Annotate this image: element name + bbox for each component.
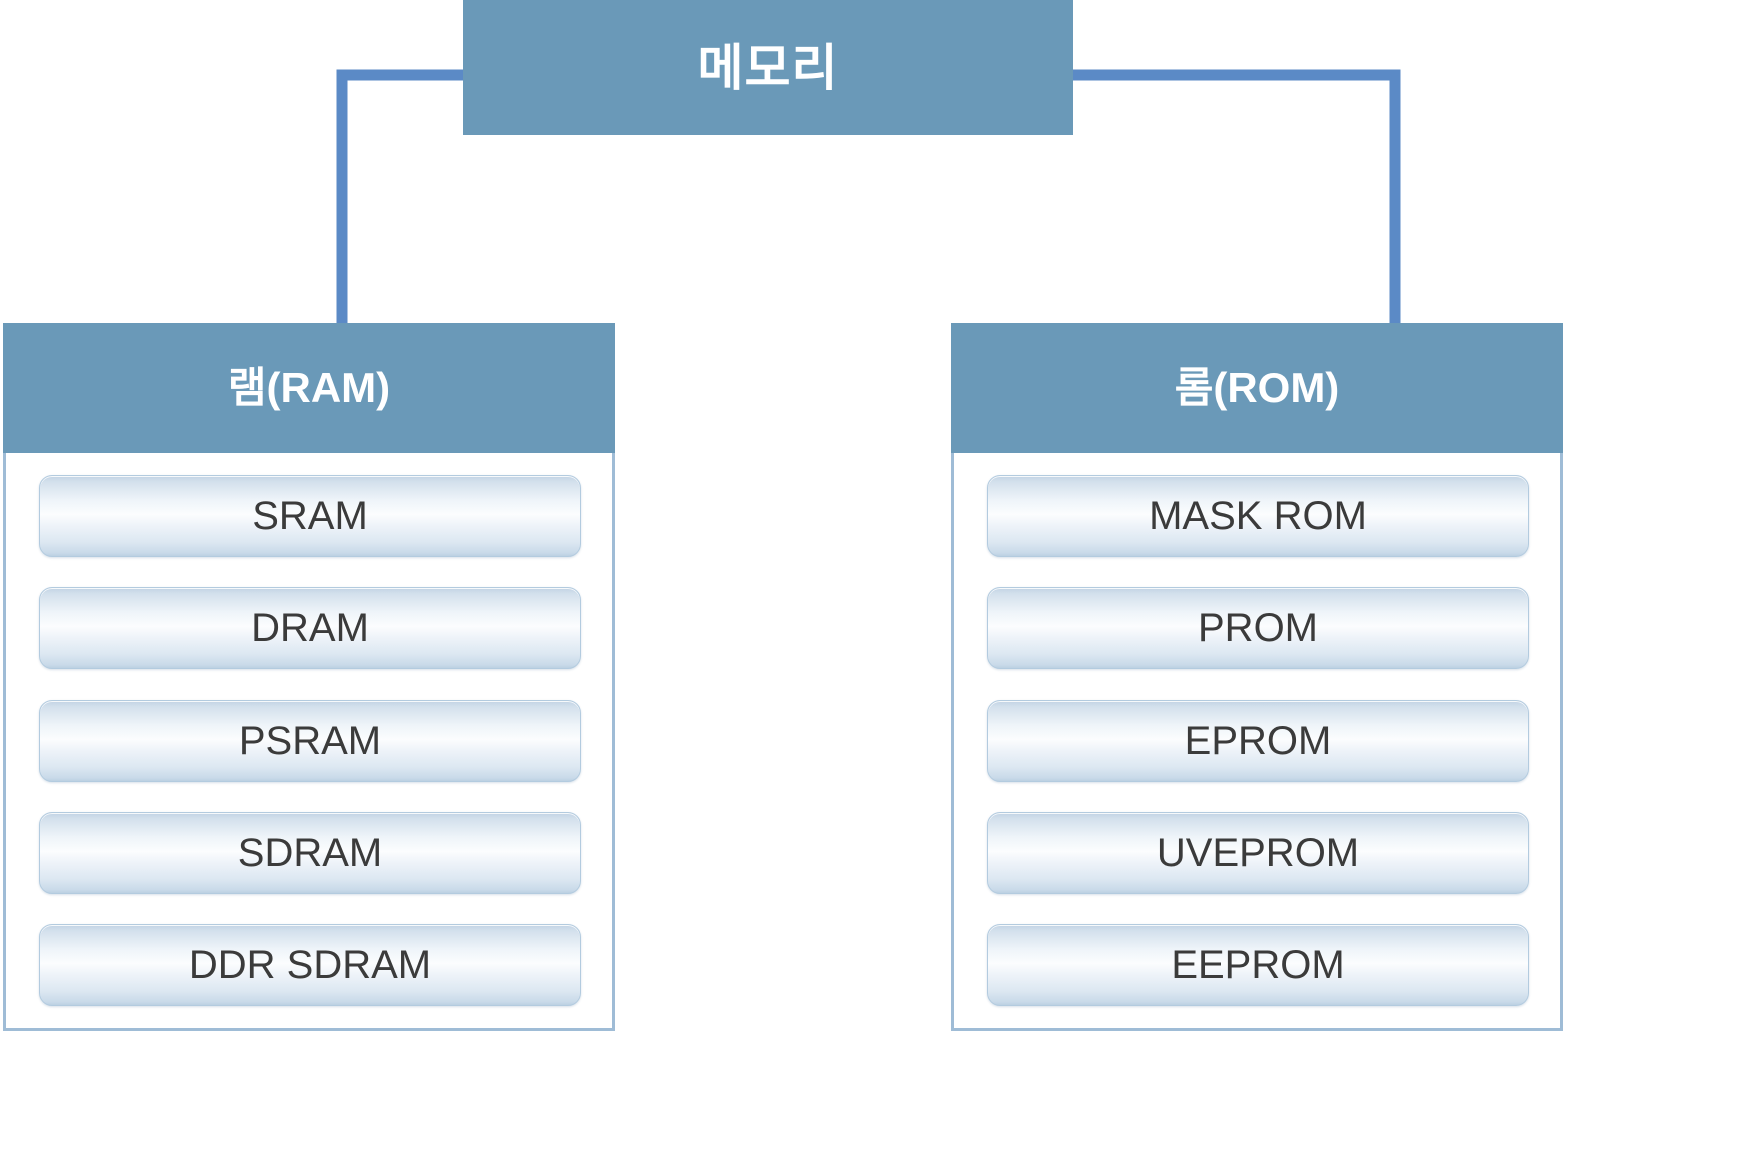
- leaf-label: EEPROM: [1171, 943, 1345, 987]
- leaf-label: SDRAM: [237, 830, 383, 875]
- leaf-label: DDR SDRAM: [188, 943, 432, 987]
- leaf-item-sram[interactable]: SRAM: [39, 475, 581, 557]
- leaf-label: SRAM: [252, 494, 368, 538]
- leaf-label: MASK ROM: [1149, 494, 1367, 538]
- branch-rom-label: 롬(ROM): [1174, 364, 1340, 411]
- branch-ram-header[interactable]: 램(RAM): [3, 323, 615, 453]
- leaf-item-eeprom[interactable]: EEPROM: [987, 924, 1529, 1006]
- branch-rom: 롬(ROM) MASK ROM PROM EPROM UVEPROM EEPRO…: [951, 323, 1563, 1031]
- branch-rom-body: MASK ROM PROM EPROM UVEPROM EEPROM: [951, 453, 1563, 1031]
- branch-ram-label: 램(RAM): [227, 364, 391, 411]
- root-node-memory[interactable]: 메모리: [463, 0, 1073, 135]
- leaf-label: PROM: [1198, 606, 1318, 651]
- leaf-label: PSRAM: [238, 718, 382, 763]
- leaf-label: DRAM: [251, 606, 369, 651]
- leaf-item-eprom[interactable]: EPROM: [987, 699, 1529, 782]
- branch-rom-header[interactable]: 롬(ROM): [951, 323, 1563, 453]
- branch-ram-body: SRAM DRAM PSRAM SDRAM DDR SDRAM: [3, 453, 615, 1031]
- leaf-label: EPROM: [1184, 718, 1332, 763]
- connector-root-to-ram: [336, 69, 463, 325]
- leaf-item-psram[interactable]: PSRAM: [39, 699, 581, 782]
- branch-ram: 램(RAM) SRAM DRAM PSRAM SDRAM DDR SDRAM: [3, 323, 615, 1031]
- leaf-item-prom[interactable]: PROM: [987, 587, 1529, 670]
- leaf-label: UVEPROM: [1156, 830, 1360, 875]
- leaf-item-mask-rom[interactable]: MASK ROM: [987, 475, 1529, 557]
- root-node-label: 메모리: [697, 39, 839, 96]
- connector-root-to-rom: [1073, 69, 1401, 325]
- leaf-item-sdram[interactable]: SDRAM: [39, 811, 581, 894]
- leaf-item-dram[interactable]: DRAM: [39, 587, 581, 670]
- leaf-item-uveprom[interactable]: UVEPROM: [987, 811, 1529, 894]
- leaf-item-ddr-sdram[interactable]: DDR SDRAM: [39, 924, 581, 1006]
